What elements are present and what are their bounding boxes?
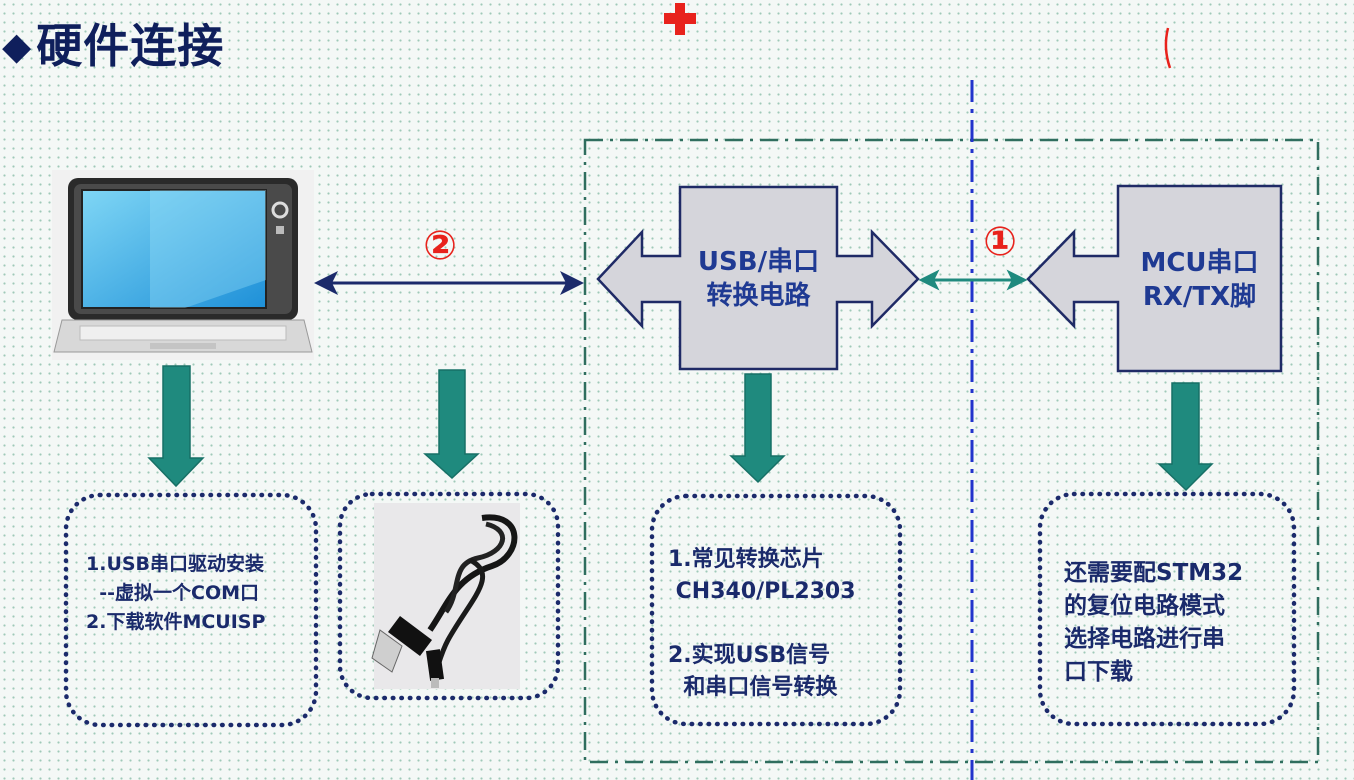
note-box-cable [337,491,561,701]
mcu-serial-box [1026,184,1283,373]
step-2-marker: ② [423,223,457,269]
mcu-note-text: 还需要配STM32 的复位电路模式 选择电路进行串 口下载 [1064,560,1244,685]
diamond-marker-icon: ◆ [2,24,33,68]
laptop-icon [52,170,314,360]
pc-note-text: 1.USB串口驱动安装 --虚拟一个COM口 2.下载软件MCUISP [86,553,266,633]
down-arrow-mcu [1157,382,1214,492]
step-1-marker: ① [983,219,1017,265]
hardware-boundary [583,138,1320,764]
note-box-converter [649,493,903,727]
usb-serial-converter-box [596,185,920,371]
slide-title: ◆硬件连接 [2,10,224,76]
down-arrow-cable [423,369,480,480]
mcu-serial-label: MCU串口 RX/TX脚 [1140,248,1259,312]
usb-cable-icon [371,503,520,689]
note-box-mcu [1037,491,1297,727]
down-arrow-pc [147,365,205,488]
slide-title-text: 硬件连接 [36,19,225,73]
red-plus-icon [664,3,696,35]
down-arrow-converter [729,373,786,484]
red-mark [1164,27,1172,69]
usb-serial-converter-label: USB/串口 转换电路 [697,247,820,311]
converter-note-text: 1.常见转换芯片 CH340/PL2303 2.实现USB信号 和串口信号转换 [668,547,856,700]
note-box-pc [63,492,319,728]
